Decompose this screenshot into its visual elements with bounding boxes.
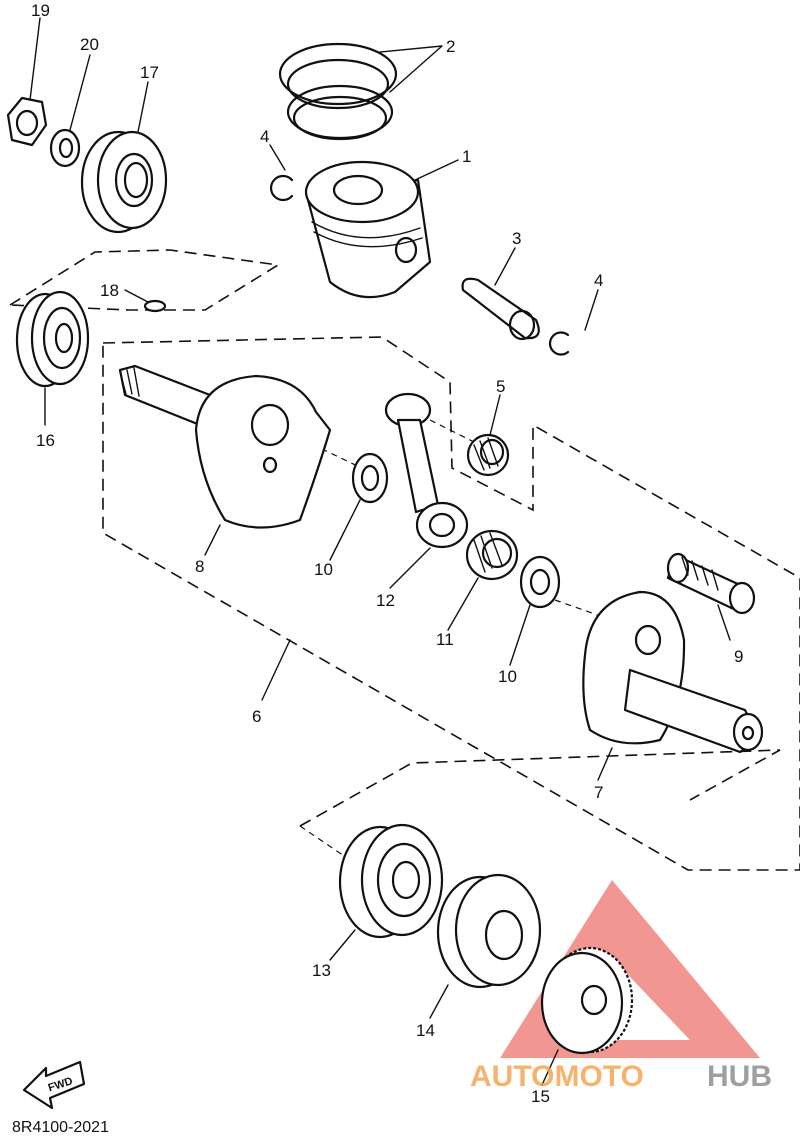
watermark-brand-part2: HUB — [707, 1060, 772, 1093]
part-label-17: 17 — [140, 63, 159, 82]
part-label-4-right: 4 — [594, 271, 603, 290]
part-label-11: 11 — [436, 630, 454, 649]
crank-left-part — [118, 364, 332, 529]
part-label-15: 15 — [531, 1087, 550, 1106]
part-label-5: 5 — [496, 377, 505, 396]
piston-clip-part-top — [270, 174, 294, 202]
piston-ring-part — [278, 42, 398, 141]
oil-seal-part — [80, 130, 168, 234]
watermark-text: AUTOMOTO HUB — [470, 1060, 772, 1093]
part-label-16: 16 — [36, 431, 55, 450]
key-part — [143, 299, 167, 313]
part-label-13: 13 — [312, 961, 331, 980]
drive-gear-part — [540, 946, 634, 1055]
connecting-rod-part — [384, 392, 469, 549]
big-end-bearing-part — [465, 529, 519, 581]
small-end-bearing-part — [466, 433, 510, 477]
part-label-3: 3 — [512, 229, 521, 248]
leader-lines — [29, 17, 731, 1086]
part-label-10-right: 10 — [498, 667, 517, 686]
part-label-1: 1 — [462, 147, 471, 166]
part-label-14: 14 — [416, 1021, 435, 1040]
part-label-12: 12 — [376, 591, 395, 610]
bearing-part-bottom — [338, 823, 444, 939]
part-label-20: 20 — [80, 35, 99, 54]
nut-part — [6, 96, 48, 147]
piston-pin-part — [461, 277, 540, 341]
part-labels: 19 20 17 2 4 1 3 4 18 16 5 8 10 12 11 10… — [31, 1, 743, 1106]
part-label-7: 7 — [594, 783, 603, 802]
part-label-19: 19 — [31, 1, 50, 20]
watermark-brand-part1: AUTOMOTO — [470, 1060, 644, 1093]
part-label-6: 6 — [252, 707, 261, 726]
piston-clip-part-right — [548, 331, 570, 356]
crank-right-part — [582, 590, 764, 754]
part-label-4-top: 4 — [260, 127, 269, 146]
fwd-arrow: FWD — [22, 1060, 86, 1110]
part-label-18: 18 — [100, 281, 119, 300]
part-label-10-left: 10 — [314, 560, 333, 579]
oil-seal-part-bottom — [436, 873, 542, 989]
watermark-logo — [500, 880, 760, 1058]
crank-washer-part-left — [351, 452, 389, 504]
part-label-2: 2 — [446, 37, 455, 56]
diagram-code: 8R4100-2021 — [12, 1119, 109, 1136]
washer-part — [49, 128, 81, 168]
crank-pin-part — [666, 552, 756, 615]
bearing-part-left — [15, 290, 90, 388]
crank-washer-part-right — [519, 555, 561, 609]
part-label-8: 8 — [195, 557, 204, 576]
piston-part — [304, 160, 432, 299]
part-label-9: 9 — [734, 647, 743, 666]
